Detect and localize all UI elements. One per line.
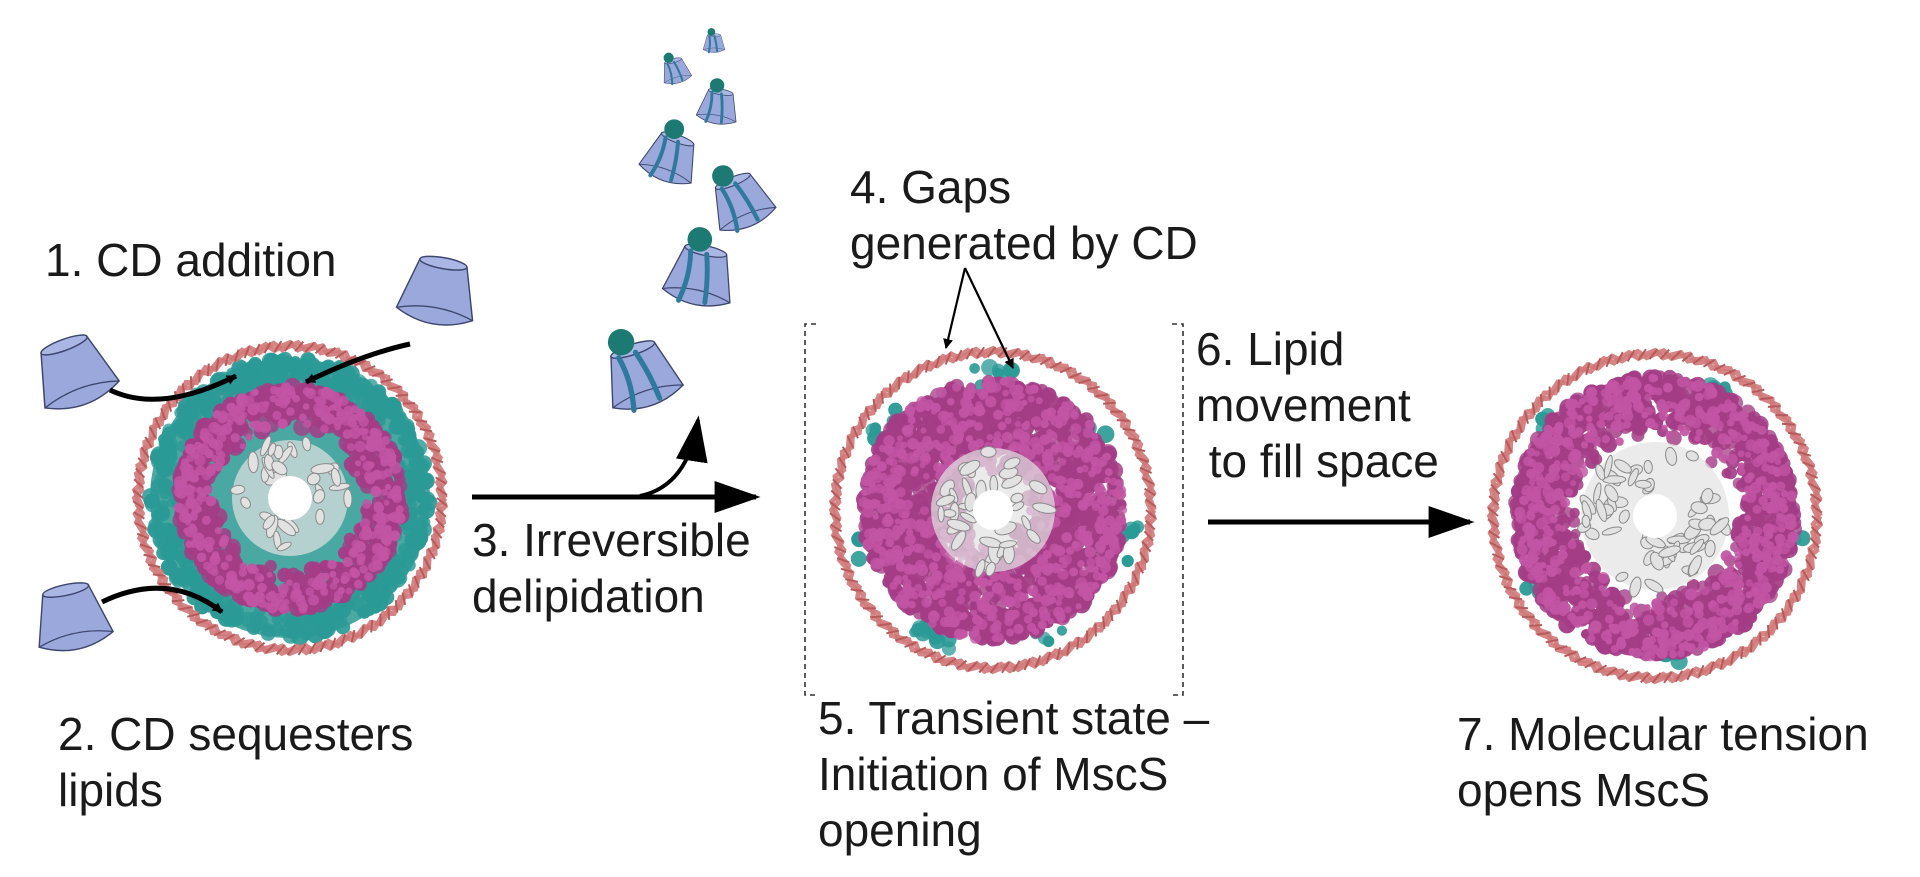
step3-line1: 3. Irreversible (472, 514, 751, 566)
cyclodextrins-leaving (595, 28, 780, 418)
step2-line2: lipids (58, 764, 163, 817)
step7-line2: opens MscS (1457, 764, 1711, 817)
step1-label: 1. CD addition (45, 234, 337, 286)
transient-state-bracket (804, 323, 1184, 696)
nanodisc-transient (828, 345, 1158, 675)
step7-label: 7. Molecular tension opens MscS (1457, 706, 1869, 818)
step6-line2: movement (1196, 379, 1411, 432)
step5-line3: opening (818, 804, 982, 857)
step3-line2: delipidation (472, 570, 705, 623)
step2-line1: 2. CD sequesters (58, 708, 414, 760)
gap-pointer-arrows (943, 267, 1014, 369)
step5-label: 5. Transient state – Initiation of MscS … (818, 690, 1209, 858)
step3-label: 3. Irreversible delipidation (472, 512, 751, 624)
step7-line1: 7. Molecular tension (1457, 708, 1869, 760)
step2-label: 2. CD sequesters lipids (58, 706, 413, 818)
step4-line2: generated by CD (850, 217, 1198, 270)
cd-insertion-arrows (100, 341, 411, 614)
step6-line1: 6. Lipid (1196, 323, 1345, 375)
step4-label: 4. Gaps generated by CD (850, 159, 1198, 271)
step5-line1: 5. Transient state – (818, 692, 1210, 744)
nanodisc-initial (131, 339, 449, 657)
step5-line2: Initiation of MscS (818, 748, 1169, 801)
step4-line1: 4. Gaps (850, 161, 1012, 213)
step6-label: 6. Lipid movement to fill space (1196, 321, 1439, 489)
nanodisc-open (1486, 347, 1824, 685)
step6-line3: to fill space (1196, 435, 1439, 488)
process-arrow-icon (472, 415, 761, 513)
